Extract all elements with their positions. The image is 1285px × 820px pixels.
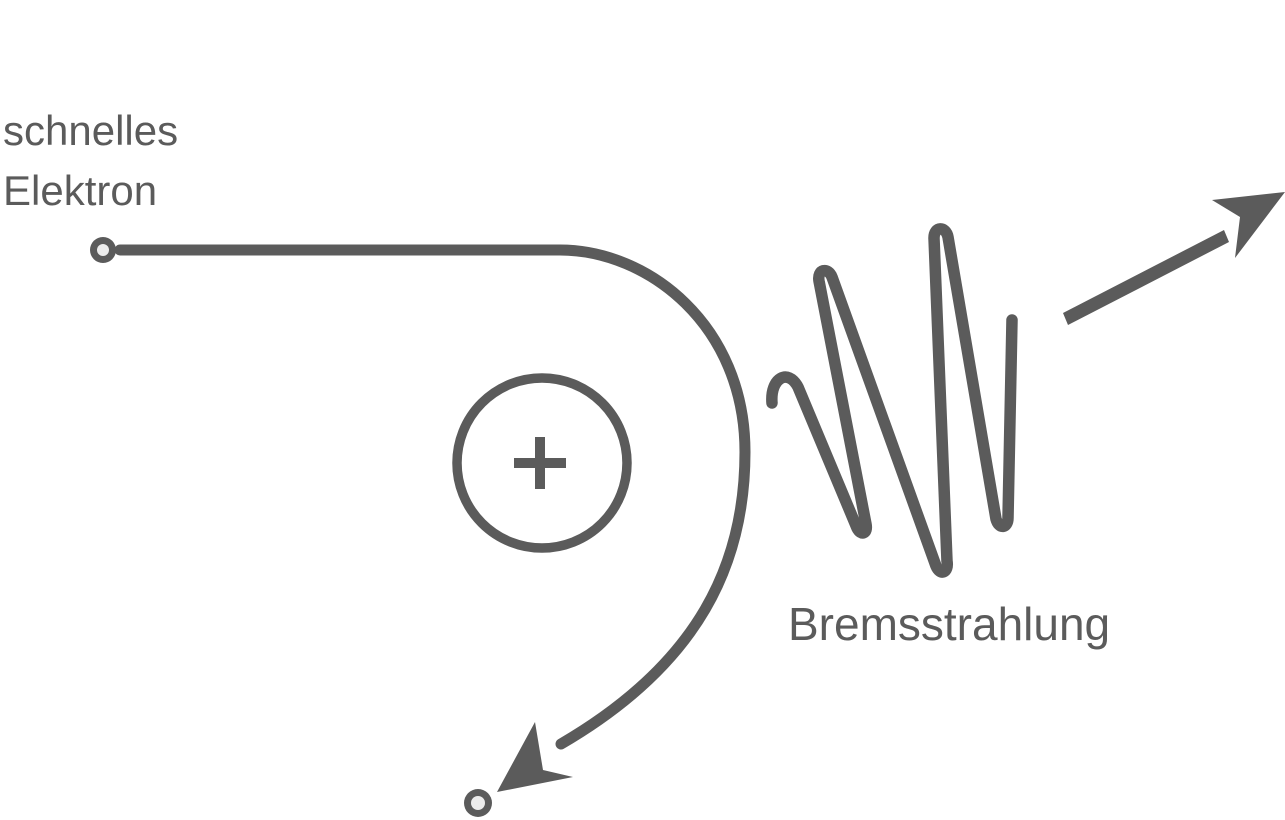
electron-label-line1: schnelles	[3, 107, 178, 154]
electron-start-dot	[90, 237, 116, 263]
electron-trajectory-group	[90, 237, 751, 817]
photon-wave-group	[766, 192, 1285, 578]
labels-group: schnelles Elektron Bremsstrahlung	[3, 107, 1110, 650]
emission-arrow-shaft	[1063, 230, 1229, 325]
photon-zigzag-wave	[766, 223, 1018, 578]
electron-end-dot	[464, 789, 492, 817]
plus-icon	[514, 437, 566, 489]
nucleus-circle	[452, 373, 632, 553]
emission-arrow	[1063, 192, 1285, 325]
electron-trajectory-path	[114, 244, 751, 750]
bremsstrahlung-label: Bremsstrahlung	[788, 598, 1110, 650]
end-dot-core	[471, 796, 485, 810]
emission-arrow-head	[1212, 192, 1285, 258]
nucleus-group	[452, 373, 632, 553]
electron-trajectory-arrowhead	[497, 722, 573, 792]
start-dot-core	[97, 244, 109, 256]
electron-label-line2: Elektron	[3, 167, 157, 214]
